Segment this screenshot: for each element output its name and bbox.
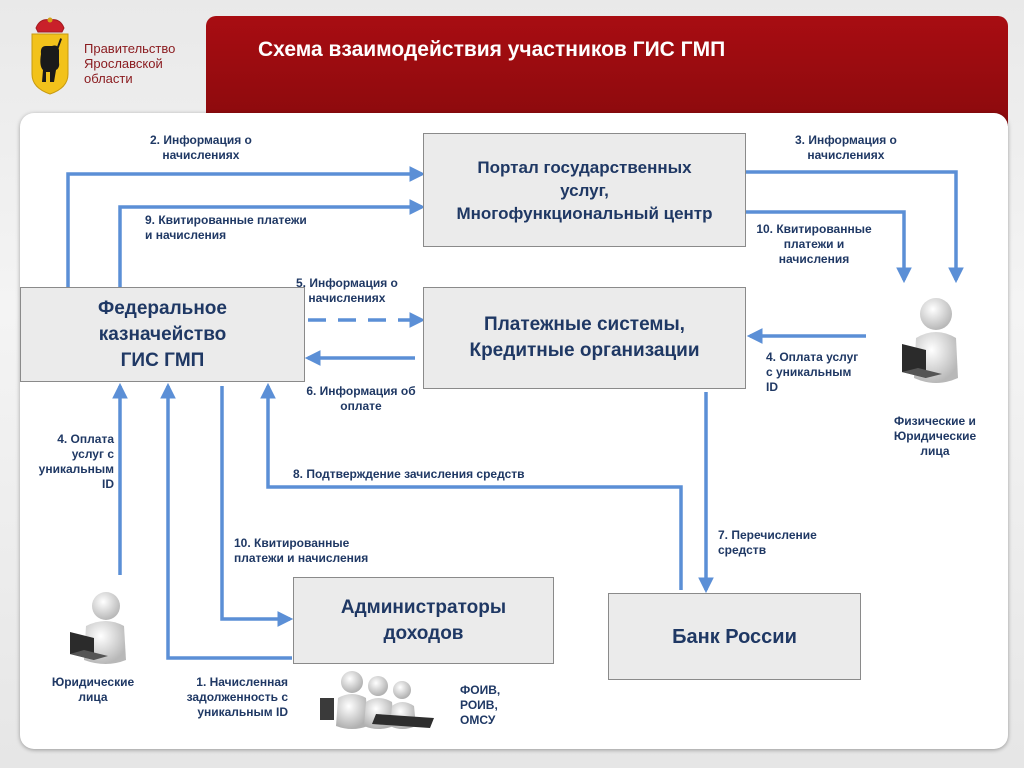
edge-4-left-label: 4. Оплата услуг с уникальным ID [24, 432, 114, 492]
edge-10-right-label-line-1: 10. Квитированные [756, 222, 872, 236]
node-payment-systems-line-2: Кредитные организации [469, 340, 700, 361]
person-laptop-icon [896, 294, 966, 394]
coat-of-arms-icon [26, 16, 74, 96]
authorities-label-line-2: РОИВ, [460, 698, 498, 712]
edge-4-left-label-line-4: ID [102, 477, 114, 491]
org-line-3: области [84, 71, 133, 86]
edge-2-label-line-1: 2. Информация о [150, 133, 252, 147]
node-payment-systems-line-1: Платежные системы, [484, 314, 685, 335]
edge-7-label-line-1: 7. Перечисление [718, 528, 817, 542]
edge-10-right-arrow [746, 210, 912, 284]
edge-1-label: 1. Начисленная задолженность с уникальны… [162, 675, 288, 720]
individuals-label-line-3: лица [920, 444, 950, 458]
edge-7-label: 7. Перечисление средств [718, 528, 817, 558]
edge-5-label: 5. Информация о начислениях [296, 276, 398, 306]
node-portal-line-3: Многофункциональный центр [456, 203, 713, 223]
authorities-label-line-1: ФОИВ, [460, 683, 501, 697]
org-line-2: Ярославской [84, 56, 163, 71]
edge-4-right-label-line-2: с уникальным [766, 365, 852, 379]
legal-entities-label: Юридические лица [40, 675, 146, 705]
node-portal-line-1: Портал государственных [477, 157, 692, 177]
edge-10-right-label-line-3: начисления [778, 252, 850, 266]
edge-10-right-label-line-2: платежи и [783, 237, 845, 251]
individuals-label-line-1: Физические и [894, 414, 976, 428]
node-administrators: Администраторы доходов [293, 577, 554, 664]
edge-8-arrow [260, 382, 683, 590]
page-title: Схема взаимодействия участников ГИС ГМП [258, 38, 726, 61]
operators-group-icon [316, 668, 438, 734]
edge-10-right-label: 10. Квитированные платежи и начисления [745, 222, 883, 267]
node-treasury-line-2: казначейство [98, 323, 227, 345]
edge-8-label: 8. Подтверждение зачисления средств [293, 467, 525, 482]
individuals-label: Физические и Юридические лица [880, 414, 990, 459]
edge-6-label-line-2: оплате [340, 399, 382, 413]
edge-10-bottom-label-line-2: платежи и начисления [234, 551, 369, 565]
edge-5-label-line-2: начислениях [308, 291, 386, 305]
edge-1-label-line-2: задолженность с [186, 690, 288, 704]
node-administrators-line-2: доходов [383, 622, 464, 644]
node-treasury: Федеральное казначейство ГИС ГМП [20, 287, 305, 382]
node-bank: Банк России [608, 593, 861, 680]
authorities-label: ФОИВ, РОИВ, ОМСУ [460, 683, 500, 728]
node-treasury-line-1: Федеральное [98, 297, 227, 319]
header-band [206, 16, 1008, 126]
edge-9-label: 9. Квитированные платежи и начисления [145, 213, 307, 243]
edge-3-label: 3. Информация о начислениях [795, 133, 897, 163]
person-laptop-icon [64, 590, 134, 670]
edge-4-left-label-line-3: уникальным [38, 462, 114, 476]
edge-1-label-line-3: уникальным ID [197, 705, 288, 719]
edge-9-label-line-1: 9. Квитированные платежи [145, 213, 307, 227]
node-bank-line-1: Банк России [672, 625, 797, 648]
edge-3-label-line-2: начислениях [807, 148, 885, 162]
edge-10-bottom-arrow [220, 386, 294, 627]
edge-5-label-line-1: 5. Информация о [296, 276, 398, 290]
node-treasury-line-3: ГИС ГМП [120, 349, 205, 371]
edge-4-right-label-line-3: ID [766, 380, 778, 394]
edge-2-arrow [66, 166, 426, 288]
edge-4-left-label-line-1: 4. Оплата [57, 432, 114, 446]
node-administrators-line-1: Администраторы [340, 596, 507, 618]
org-line-1: Правительство [84, 41, 176, 56]
edge-8-label-line-1: 8. Подтверждение зачисления средств [293, 467, 525, 481]
organization-name: Правительство Ярославской области [84, 41, 175, 86]
authorities-label-line-3: ОМСУ [460, 713, 496, 727]
edge-3-arrow [746, 170, 964, 284]
edge-9-arrow [118, 199, 426, 288]
edge-6-label: 6. Информация об оплате [295, 384, 427, 414]
edge-10-bottom-label: 10. Квитированные платежи и начисления [234, 536, 368, 566]
node-payment-systems: Платежные системы, Кредитные организации [423, 287, 746, 389]
edge-4-right-label-line-1: 4. Оплата услуг [766, 350, 859, 364]
edge-2-label: 2. Информация о начислениях [150, 133, 252, 163]
edge-1-label-line-1: 1. Начисленная [196, 675, 288, 689]
individuals-label-line-2: Юридические [893, 429, 977, 443]
edge-7-label-line-2: средств [718, 543, 767, 557]
node-portal: Портал государственных услуг, Многофункц… [423, 133, 746, 247]
node-portal-line-2: услуг, [560, 180, 609, 200]
edge-3-label-line-1: 3. Информация о [795, 133, 897, 147]
edge-2-label-line-2: начислениях [162, 148, 240, 162]
edge-1-arrow [160, 382, 292, 660]
edge-4-right-label: 4. Оплата услуг с уникальным ID [766, 350, 858, 395]
edge-6-label-line-1: 6. Информация об [306, 384, 416, 398]
edge-10-bottom-label-line-1: 10. Квитированные [234, 536, 350, 550]
legal-entities-label-line-1: Юридические [51, 675, 135, 689]
legal-entities-label-line-2: лица [78, 690, 108, 704]
edge-4-left-label-line-2: услуг с [71, 447, 114, 461]
edge-9-label-line-2: и начисления [145, 228, 227, 242]
